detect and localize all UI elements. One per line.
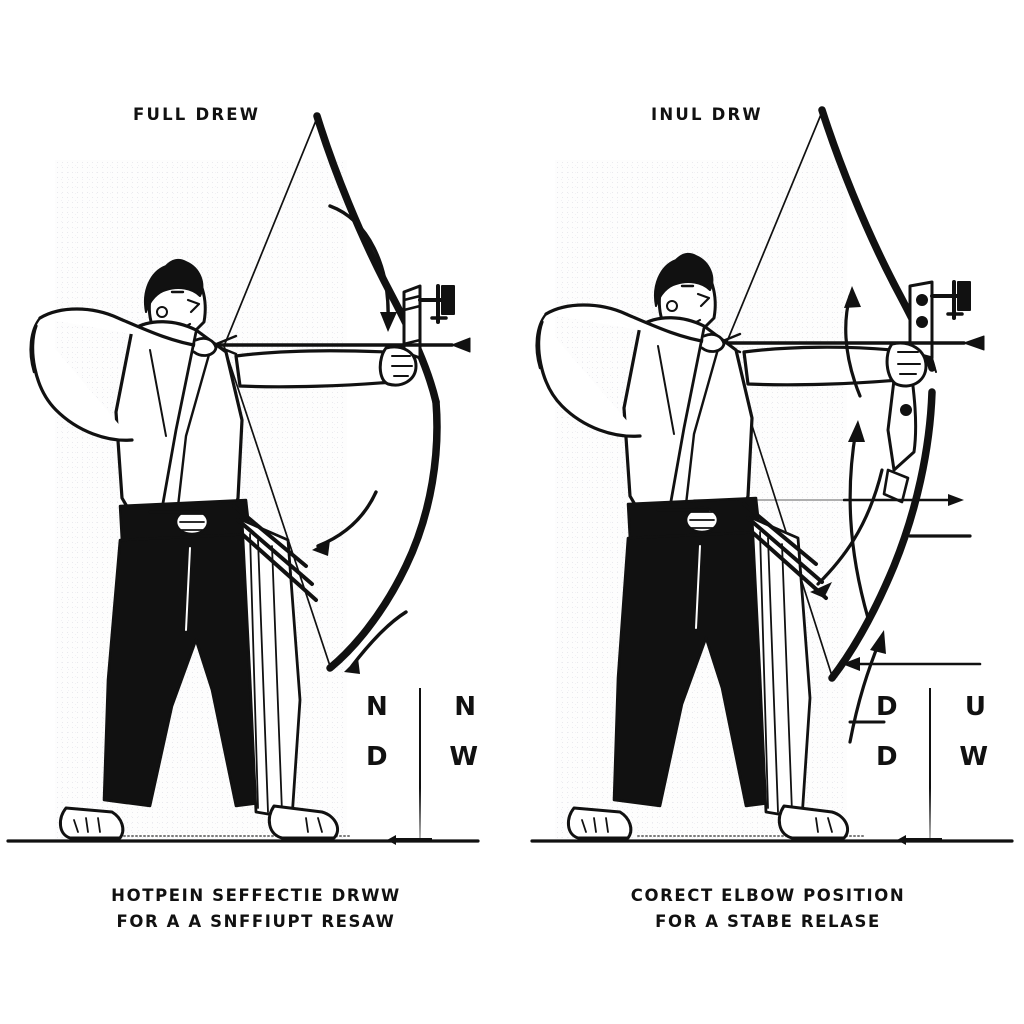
quiver-arrows-left bbox=[148, 504, 318, 602]
legend-cell-row1-right: N bbox=[454, 692, 476, 722]
legend-vertical-rule bbox=[928, 688, 932, 792]
archer-foot-front-right bbox=[777, 804, 849, 840]
panel-left: FULL DREW bbox=[0, 105, 512, 935]
archer-bow-arm-right bbox=[742, 345, 900, 387]
bow-sight-left bbox=[418, 284, 455, 324]
caption-line-1: HOTPEIN SEFFECTIE DRWW bbox=[111, 886, 401, 905]
archer-hair-left bbox=[144, 258, 204, 313]
legend-arrow-tick-left bbox=[387, 834, 432, 845]
legend-right: D U D W bbox=[870, 688, 990, 845]
archer-draw-arm-left bbox=[38, 307, 202, 348]
legend-cell-row2-right: W bbox=[449, 742, 478, 772]
archer-foot-rear-left bbox=[59, 806, 125, 840]
panel-title-right: INUL DRW bbox=[651, 105, 763, 124]
legend-cell-row1-left: D bbox=[876, 692, 898, 722]
caption-line-2: FOR A STABE RELASE bbox=[655, 912, 881, 931]
legend-cell-row1-right: U bbox=[964, 692, 986, 722]
legend-vertical-rule-tail bbox=[929, 788, 931, 840]
figure-right bbox=[512, 0, 1024, 1024]
arrow-tip-right bbox=[963, 335, 985, 351]
archer-draw-arm-right bbox=[544, 303, 710, 344]
bow-limb-lower bbox=[326, 398, 441, 672]
panel-right: INUL DRW bbox=[512, 0, 1024, 1024]
annotation-arrows-left bbox=[312, 204, 408, 674]
panel-caption-right: CORECT ELBOW POSITION FOR A STABE RELASE bbox=[512, 883, 1024, 935]
legend-vertical-rule bbox=[418, 688, 422, 792]
legend-vertical-rule-tail bbox=[419, 788, 421, 840]
archer-bow-arm-left bbox=[234, 349, 394, 389]
bow-sight-right bbox=[930, 280, 971, 320]
caption-line-2: FOR A A SNFFIUPT RESAW bbox=[116, 912, 396, 931]
arrow-tip-left bbox=[451, 337, 471, 353]
legend-cell-row2-left: D bbox=[876, 742, 898, 772]
archer-foot-rear-right bbox=[567, 806, 633, 840]
archer-hair-right bbox=[654, 252, 714, 307]
panel-title-left: FULL DREW bbox=[133, 105, 261, 124]
legend-cell-row1-left: N bbox=[366, 692, 388, 722]
legend-cell-row2-right: W bbox=[959, 742, 988, 772]
quiver-arrows-right bbox=[656, 502, 828, 600]
legend-arrow-tick-right bbox=[897, 834, 942, 845]
legend-left: N N D W bbox=[360, 688, 480, 845]
caption-line-1: CORECT ELBOW POSITION bbox=[630, 886, 906, 905]
panel-caption-left: HOTPEIN SEFFECTIE DRWW FOR A A SNFFIUPT … bbox=[0, 883, 512, 935]
bow-limb-lower-right bbox=[828, 388, 936, 682]
archer-foot-front-left bbox=[267, 804, 339, 840]
legend-cell-row2-left: D bbox=[366, 742, 388, 772]
annotation-arrows-right bbox=[693, 286, 982, 744]
figure-left bbox=[6, 112, 480, 843]
